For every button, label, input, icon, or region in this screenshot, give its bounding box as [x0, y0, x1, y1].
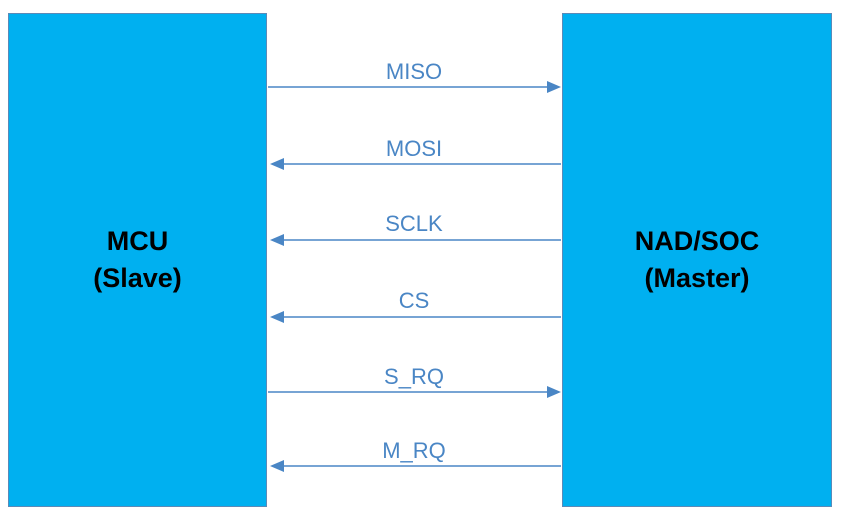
arrowhead-m-rq — [270, 460, 284, 472]
arrowhead-mosi — [270, 158, 284, 170]
signal-label-miso: MISO — [385, 59, 443, 84]
soc-role: (Master) — [644, 263, 750, 293]
arrowhead-s-rq — [547, 386, 561, 398]
signal-label-s-rq: S_RQ — [384, 364, 444, 389]
arrowhead-cs — [270, 311, 284, 323]
signal-label-cs: CS — [398, 288, 430, 313]
signal-label-m-rq: M_RQ — [382, 438, 446, 463]
nad-soc-master-block: NAD/SOC (Master) — [562, 13, 832, 507]
mcu-role: (Slave) — [93, 263, 182, 293]
signal-label-sclk: SCLK — [385, 211, 443, 236]
mcu-name: MCU — [106, 226, 169, 256]
soc-name: NAD/SOC — [634, 226, 760, 256]
arrowhead-miso — [547, 81, 561, 93]
arrowhead-sclk — [270, 234, 284, 246]
signal-label-mosi: MOSI — [385, 136, 443, 161]
mcu-slave-block: MCU (Slave) — [8, 13, 267, 507]
